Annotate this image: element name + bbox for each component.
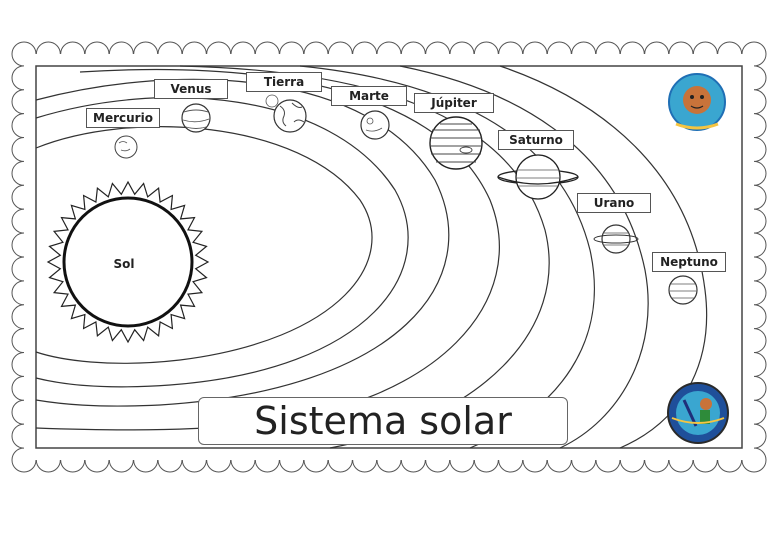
planet-mercurio [114,135,138,159]
planet-marte [360,110,390,140]
label-mercurio: Mercurio [86,108,160,128]
label-tierra: Tierra [246,72,322,92]
sun-disc [62,196,194,328]
label-saturno: Saturno [498,130,574,150]
label-marte: Marte [331,86,407,106]
planet-urano [593,224,639,254]
sun [46,180,210,344]
logo-top-right [668,73,726,131]
planet-tierra [265,94,307,133]
worksheet-title: Sistema solar [198,397,568,445]
label-neptuno: Neptuno [652,252,726,272]
label-urano: Urano [577,193,651,213]
orbit-3 [35,78,450,407]
sun-label: Sol [113,257,135,271]
label-jupiter: Júpiter [414,93,494,113]
label-venus: Venus [154,79,228,99]
planet-neptuno [668,275,698,305]
planet-venus [181,103,211,133]
planet-jupiter [429,116,483,170]
logo-bottom-right [667,382,729,444]
orbit-7 [399,65,649,449]
planet-saturno [497,154,579,200]
moon [265,94,279,108]
